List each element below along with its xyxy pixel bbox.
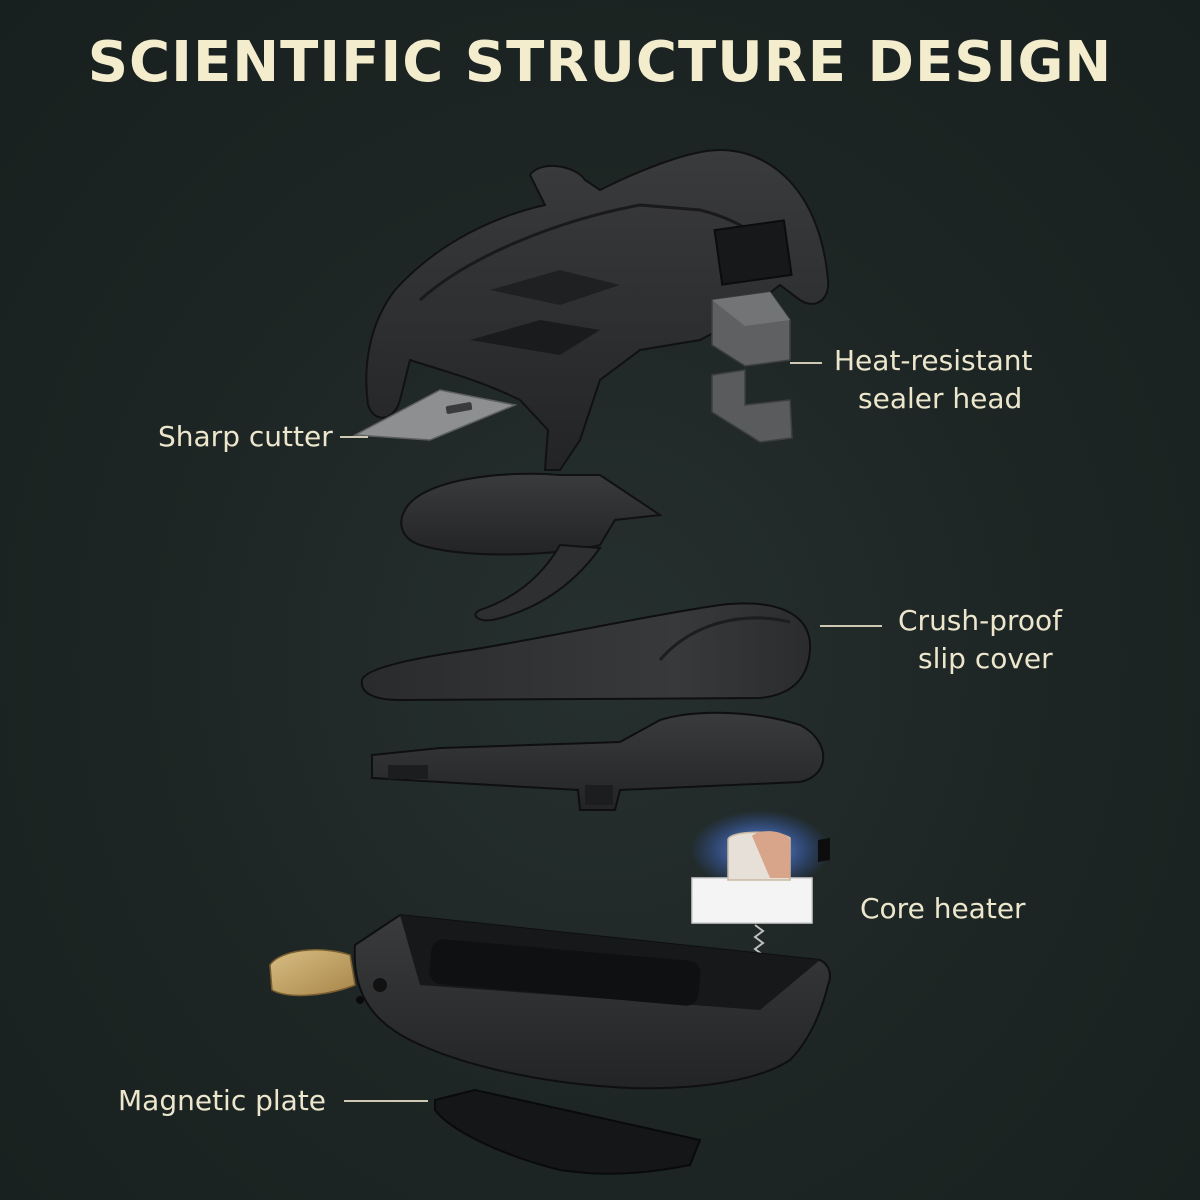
label-cover-line2: slip cover <box>918 642 1053 675</box>
base-housing <box>269 913 831 1090</box>
label-heater: Core heater <box>860 892 1026 925</box>
magnetic-plate <box>434 1088 702 1175</box>
leader-line-cover <box>820 625 882 627</box>
leader-line-sealer-head <box>790 362 822 364</box>
label-sealer-head-line2: sealer head <box>858 382 1023 415</box>
page-title: SCIENTIFIC STRUCTURE DESIGN <box>87 30 1113 95</box>
leader-line-cutter <box>340 436 368 438</box>
sealer-head-blocks <box>711 291 793 443</box>
hinge-arm <box>400 472 663 622</box>
cutter-blade <box>352 389 518 441</box>
label-cutter: Sharp cutter <box>158 420 333 453</box>
lower-frame <box>371 711 825 811</box>
slip-cover <box>360 602 812 702</box>
label-sealer-head-line1: Heat-resistant <box>834 344 1033 377</box>
label-cover-line1: Crush-proof <box>898 604 1063 637</box>
leader-line-magnet <box>344 1100 428 1102</box>
label-magnet: Magnetic plate <box>118 1084 327 1117</box>
